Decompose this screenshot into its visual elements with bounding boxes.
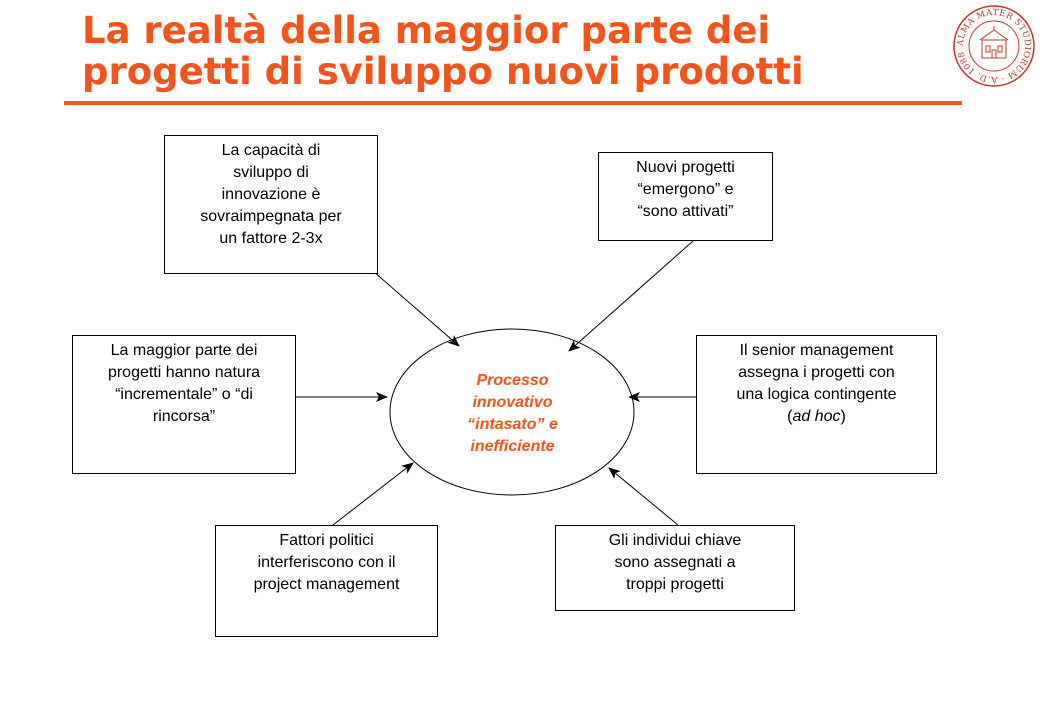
box-line: project management xyxy=(253,576,400,593)
box-political-factors: Fattori politici interferiscono con il p… xyxy=(215,525,438,637)
box-overcommitted-capacity: La capacità di sviluppo di innovazione è… xyxy=(164,135,378,274)
box-line: interferiscono con il xyxy=(257,554,396,571)
box-line: Fattori politici xyxy=(279,532,374,549)
arrow-top-right xyxy=(568,240,694,352)
box-line: La maggior parte dei xyxy=(110,342,258,359)
center-line: “intasato” e xyxy=(467,416,558,433)
title-underline xyxy=(64,101,962,105)
box-line: innovazione è xyxy=(221,186,321,203)
box-line: una logica contingente xyxy=(736,386,897,403)
center-line: Processo xyxy=(476,372,549,389)
box-line: assegna i progetti con xyxy=(738,364,895,381)
box-key-individuals: Gli individui chiave sono assegnati a tr… xyxy=(555,525,795,611)
box-line: “incrementale” o “di xyxy=(115,386,253,403)
box-line: Gli individui chiave xyxy=(608,532,742,549)
arrow-top-left xyxy=(372,270,460,347)
box-line: sono assegnati a xyxy=(614,554,736,571)
box-line: Il senior management xyxy=(739,342,894,359)
center-label: Processo innovativo “intasato” e ineffic… xyxy=(400,370,625,458)
title-line-1: La realtà della maggior parte dei xyxy=(82,9,771,52)
box-line: “emergono” e xyxy=(637,181,734,198)
center-line: inefficiente xyxy=(470,438,555,455)
box-line: progetti hanno natura xyxy=(107,364,261,381)
center-line: innovativo xyxy=(472,394,553,411)
box-line: un fattore 2-3x xyxy=(219,230,323,247)
box-new-projects: Nuovi progetti “emergono” e “sono attiva… xyxy=(598,152,773,241)
box-line: troppi progetti xyxy=(626,576,724,593)
center-ellipse xyxy=(389,328,635,496)
title-line-2: progetti di sviluppo nuovi prodotti xyxy=(82,50,804,93)
slide-title: La realtà della maggior parte dei proget… xyxy=(82,10,942,92)
arrow-bottom-right xyxy=(608,467,679,526)
box-line: sviluppo di xyxy=(233,164,309,181)
university-seal-logo: ALMA MATER STUDIORUM · A.D. 1088 xyxy=(953,5,1035,87)
box-line: Nuovi progetti xyxy=(636,159,735,176)
box-line: rincorsa” xyxy=(152,408,216,425)
box-line: La capacità di xyxy=(221,142,321,159)
box-incremental-projects: La maggior parte dei progetti hanno natu… xyxy=(72,335,296,474)
box-line: “sono attivati” xyxy=(637,203,734,220)
box-senior-management: Il senior management assegna i progetti … xyxy=(696,335,937,474)
arrow-bottom-left xyxy=(332,462,414,526)
box-line: (ad hoc) xyxy=(787,408,846,425)
box-line: sovraimpegnata per xyxy=(200,208,342,225)
